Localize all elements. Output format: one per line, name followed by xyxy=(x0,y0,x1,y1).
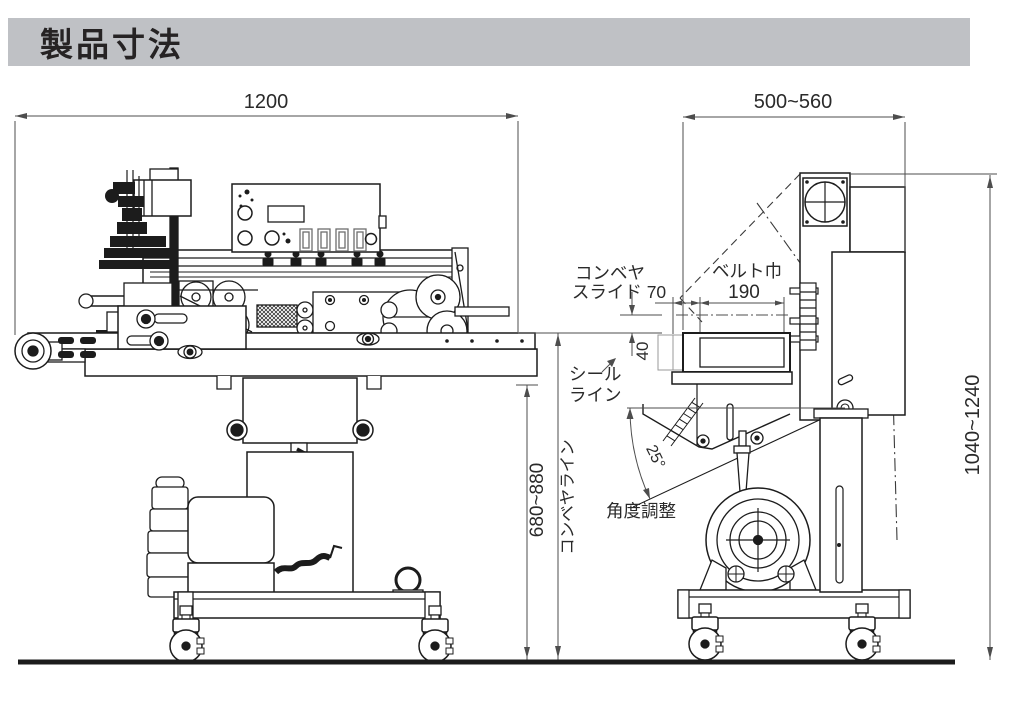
control-panel xyxy=(231,183,387,253)
belt-section xyxy=(657,332,793,446)
title-bar: 製品寸法 xyxy=(8,18,970,66)
label-conveyor-line: コンベヤライン xyxy=(559,439,577,555)
panel-display xyxy=(267,205,305,223)
pedestal-box xyxy=(242,377,358,444)
dim-seal-offset: 40 xyxy=(633,342,652,361)
cooling-fan xyxy=(802,177,848,227)
dim-tilt-angle: 25° xyxy=(642,442,668,471)
support-column xyxy=(819,417,863,593)
base-frame xyxy=(677,589,911,619)
dim-overall-length: 1200 xyxy=(244,91,289,113)
base-frame xyxy=(173,591,441,619)
blower-motor xyxy=(699,487,817,593)
dim-overall-width: 500~560 xyxy=(754,91,832,113)
label-seal-line-1: シール xyxy=(569,364,622,384)
seal-jaw-stack xyxy=(789,282,819,351)
panel-switches xyxy=(299,228,367,252)
dimension-labels: 1200 500~560 1040~1240 680~880 コンベヤライン 4… xyxy=(244,91,984,555)
end-view xyxy=(632,172,911,662)
label-conveyor-slide-2: スライド 70 xyxy=(572,282,667,302)
table-pins xyxy=(58,337,96,358)
heater-block xyxy=(256,304,298,328)
label-angle-adjust: 角度調整 xyxy=(606,501,676,521)
hose-ring xyxy=(394,566,422,594)
tilt-guide xyxy=(662,397,704,447)
dimension-arrows xyxy=(15,113,993,659)
panel-knob xyxy=(237,230,253,246)
film-roll xyxy=(14,332,63,370)
dim-conveyor-height: 680~880 xyxy=(527,463,548,538)
dim-overall-height: 1040~1240 xyxy=(962,375,984,476)
label-belt-width: ベルト巾 xyxy=(712,261,782,281)
dimension-lines xyxy=(14,115,997,660)
dim-belt-width: 190 xyxy=(728,282,760,303)
side-view xyxy=(14,167,538,664)
pump-motor xyxy=(146,476,343,598)
discharge-bar xyxy=(454,306,510,317)
panel-knob xyxy=(237,205,253,221)
adjuster-box xyxy=(117,305,247,351)
page-title: 製品寸法 xyxy=(40,26,184,63)
label-seal-line-2: ライン xyxy=(569,385,622,405)
label-conveyor-slide-1: コンベヤ xyxy=(575,263,645,283)
